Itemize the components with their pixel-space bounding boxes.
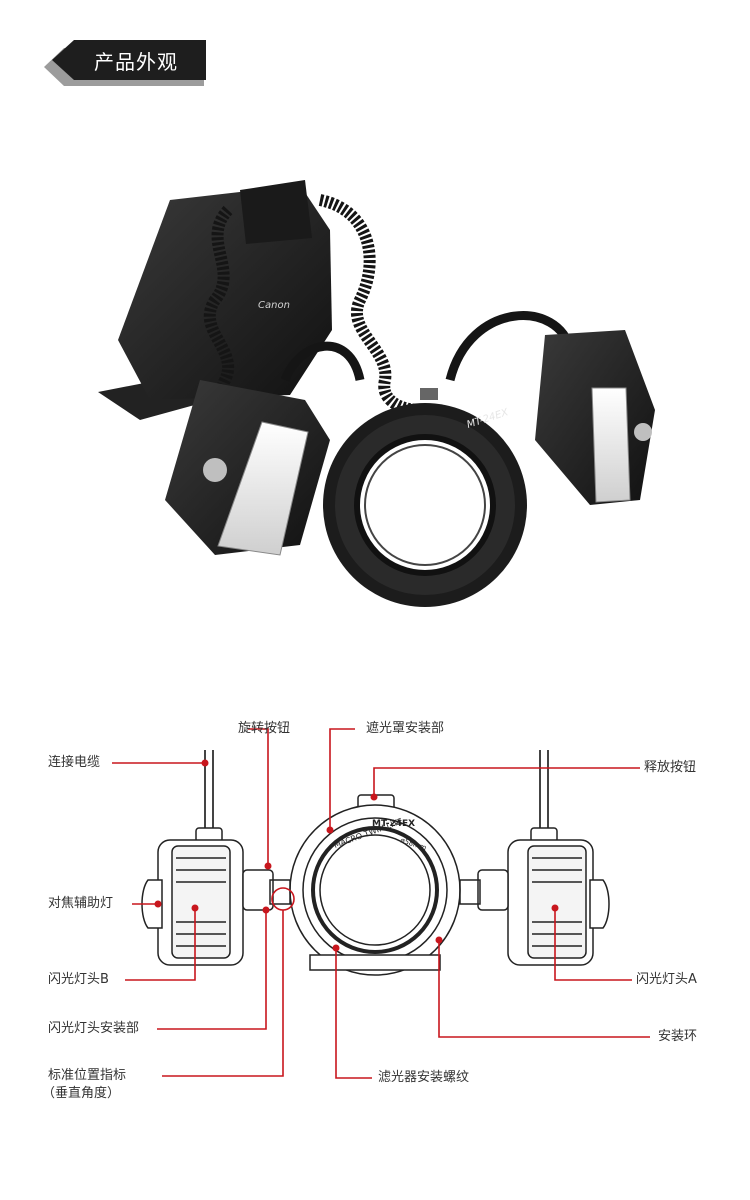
cable-left-head xyxy=(280,341,365,382)
section-header: 产品外观 xyxy=(44,40,206,86)
coiled-cable-left xyxy=(203,205,276,444)
diagram-flash-head-a xyxy=(477,827,610,966)
product-photo: Canon MT-24EX xyxy=(98,180,655,607)
callout-mounting-ring: 安装环 xyxy=(658,1029,698,1044)
brand-logo: Canon xyxy=(258,300,290,311)
section-header-face xyxy=(52,40,206,80)
callout-std-position-sub: （垂直角度） xyxy=(42,1086,121,1101)
callout-head-mount: 闪光灯头安装部 xyxy=(48,1021,140,1036)
callout-rotate-button: 旋转按钮 xyxy=(238,721,291,736)
diagram-ring-model: MT-24EX xyxy=(372,819,415,829)
callout-flash-head-a: 闪光灯头A xyxy=(636,972,697,987)
ring-release-button xyxy=(420,388,438,400)
callout-lines xyxy=(112,728,650,1079)
callout-dots xyxy=(154,759,559,952)
callout-af-assist-light: 对焦辅助灯 xyxy=(48,896,114,911)
ring-thread xyxy=(364,444,486,566)
ring-opening xyxy=(354,434,496,576)
callout-std-position: 标准位置指标 xyxy=(48,1068,127,1083)
callout-filter-thread: 滤光器安装螺纹 xyxy=(378,1070,470,1085)
flash-head-a-photo xyxy=(535,330,655,505)
flash-head-b-photo xyxy=(165,380,330,556)
callout-flash-head-b: 闪光灯头B xyxy=(48,972,109,987)
diagram-flash-head-b xyxy=(141,827,274,966)
coiled-cable-right xyxy=(318,194,421,416)
callout-release-button: 释放按钮 xyxy=(644,760,697,775)
transmitter-top xyxy=(240,180,312,244)
section-title: 产品外观 xyxy=(94,50,178,74)
diagram-ring xyxy=(269,794,481,976)
callout-hood-mount: 遮光罩安装部 xyxy=(366,721,445,736)
callout-connecting-cable: 连接电缆 xyxy=(48,755,101,770)
